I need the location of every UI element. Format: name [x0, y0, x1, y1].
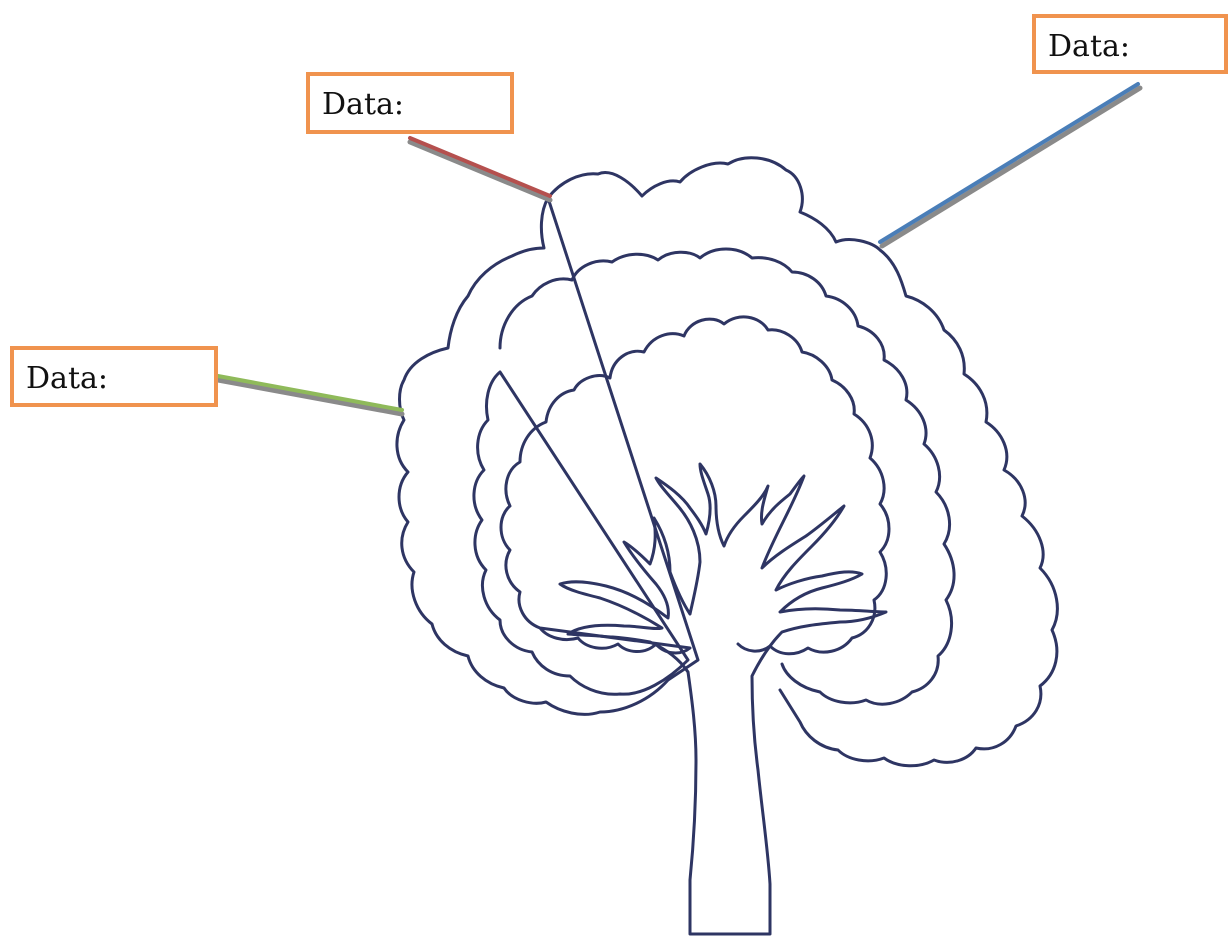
data-label-top-text: Data:	[322, 87, 404, 122]
data-label-box-left[interactable]: Data:	[10, 346, 218, 407]
connector-left	[215, 374, 405, 417]
data-label-right-text: Data:	[1048, 29, 1130, 64]
outer-canopy-outline	[395, 156, 1059, 768]
data-label-box-top[interactable]: Data:	[306, 72, 514, 134]
middle-canopy-outline	[472, 247, 956, 706]
connector-right	[878, 82, 1143, 249]
inner-canopy-outline	[499, 315, 891, 656]
data-label-box-right[interactable]: Data:	[1032, 14, 1228, 74]
trunk-outline	[558, 462, 888, 936]
data-label-left-text: Data:	[26, 361, 108, 396]
connector-top	[407, 136, 553, 203]
